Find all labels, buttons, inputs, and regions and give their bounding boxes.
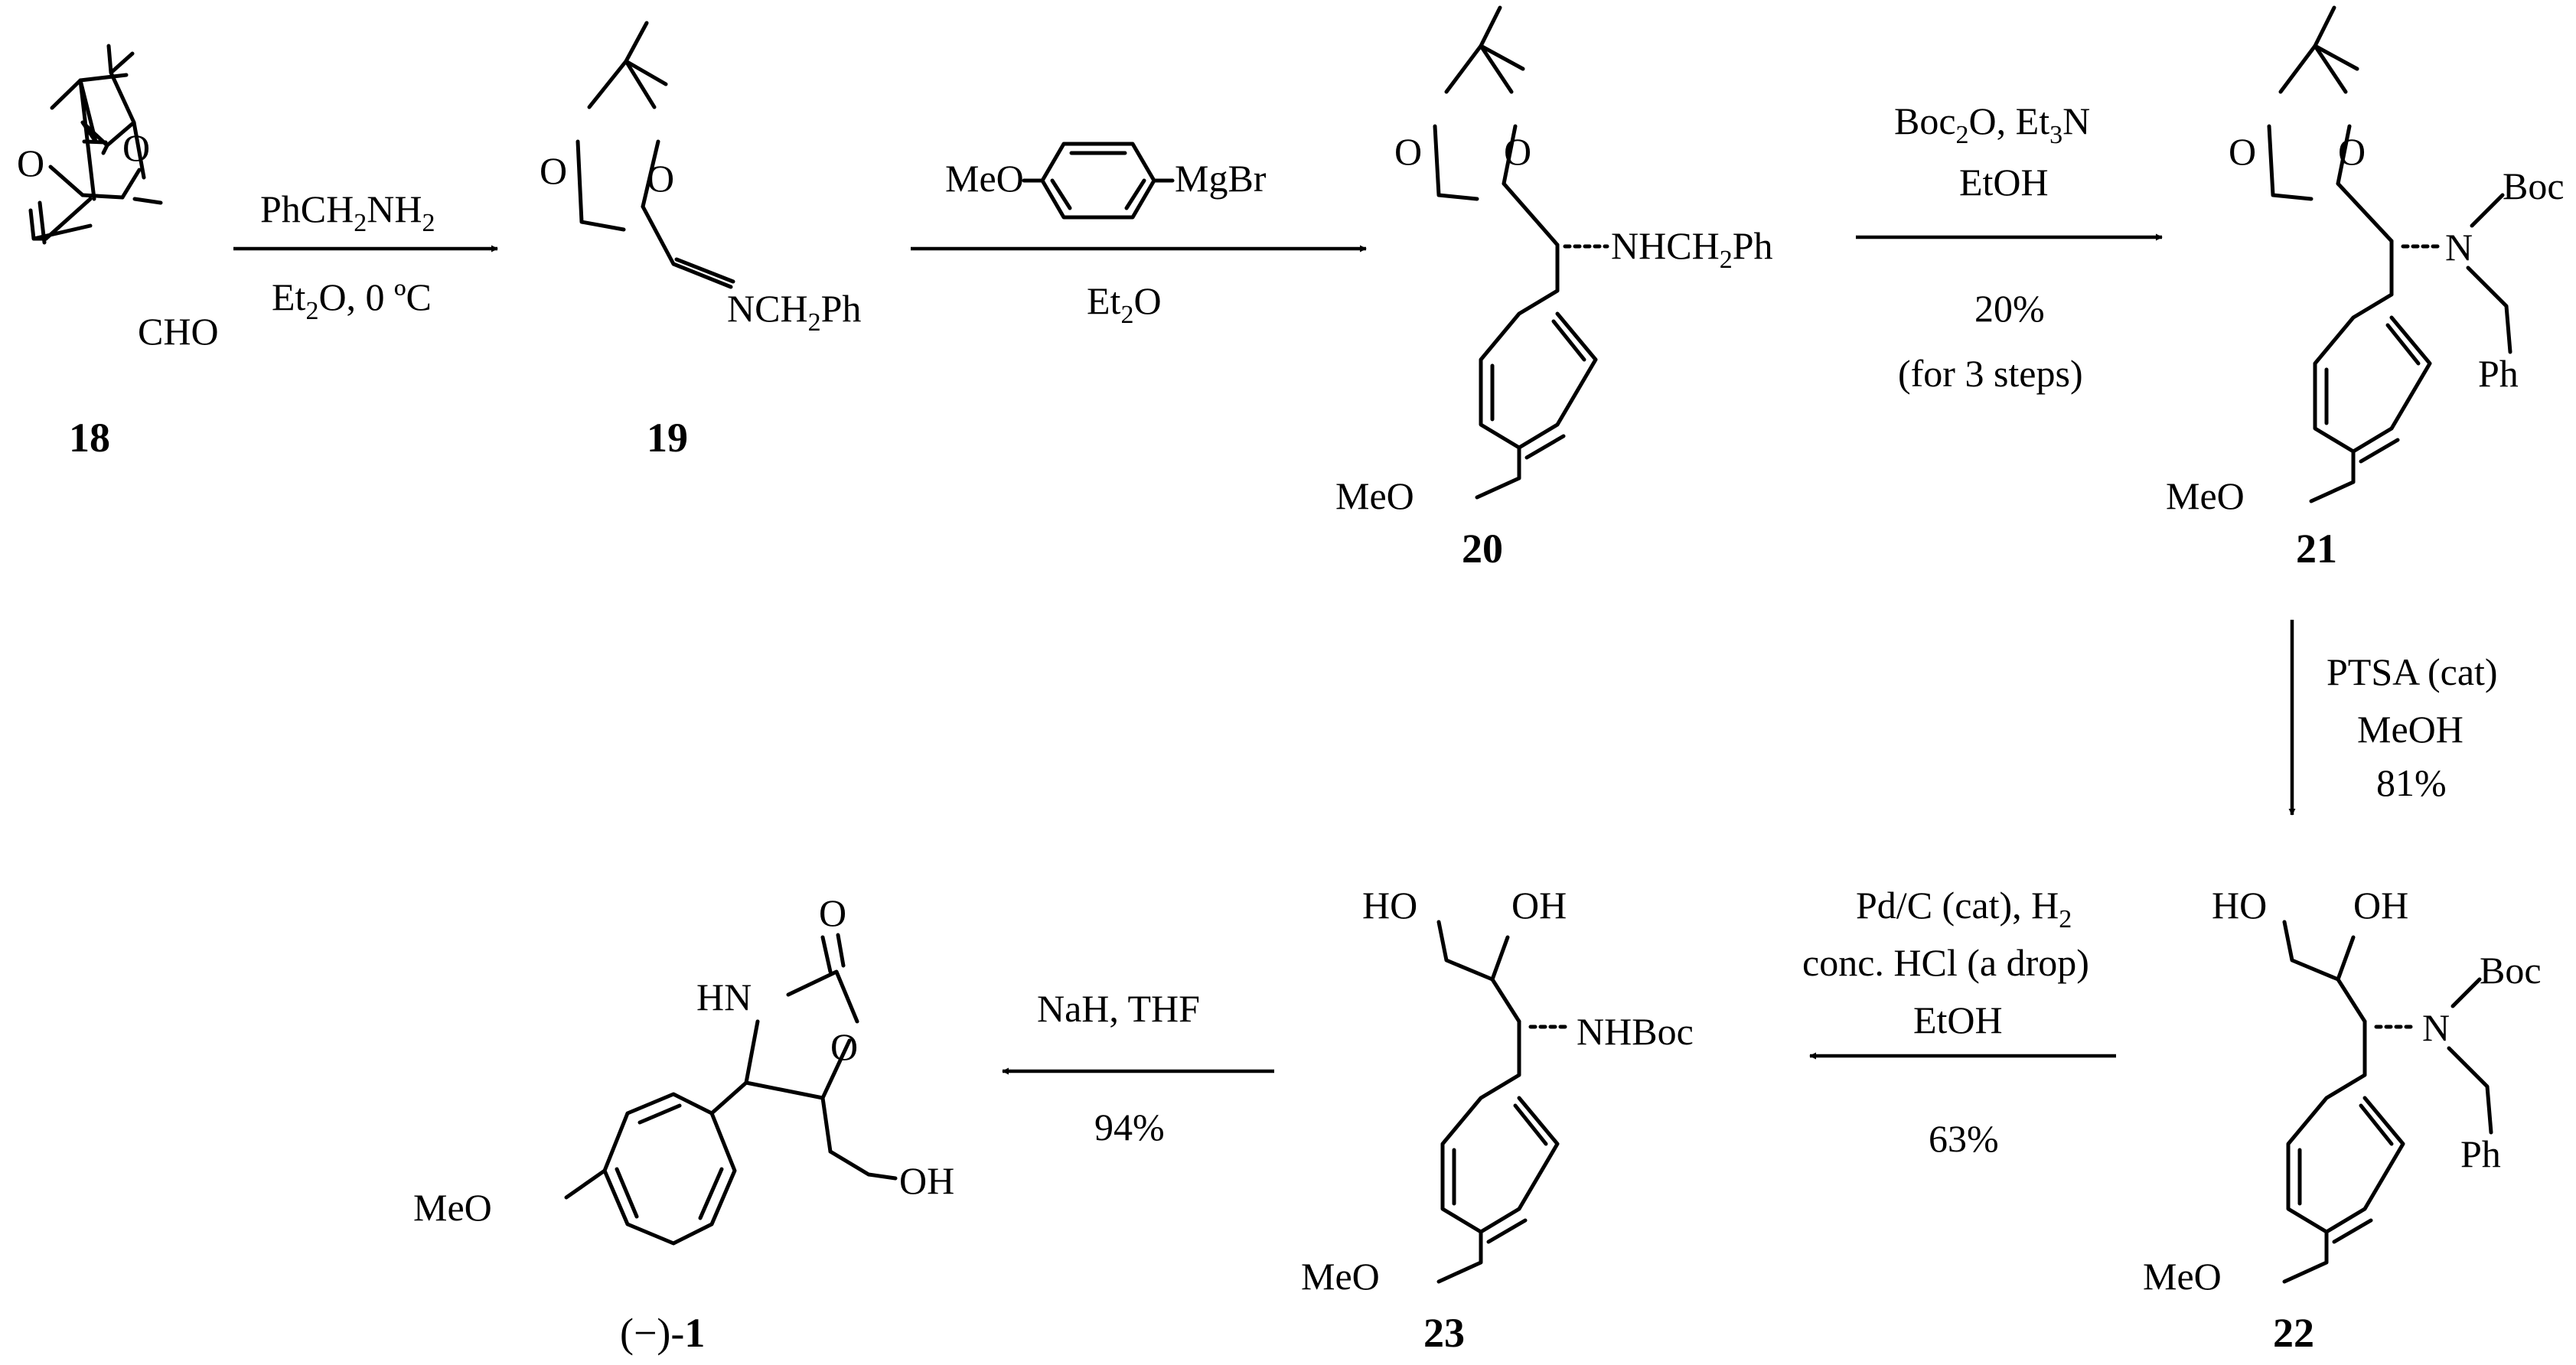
atom-n: N bbox=[2445, 226, 2473, 269]
reaction-note: (for 3 steps) bbox=[1898, 352, 2083, 395]
atom-boc: Boc bbox=[2503, 165, 2565, 207]
reaction-arrow-2: MeO MgBr Et2O bbox=[911, 142, 1367, 329]
atom-cho: CHO bbox=[138, 310, 219, 353]
atom-oh: OH bbox=[1511, 884, 1567, 927]
atom-ph: Ph bbox=[2460, 1132, 2501, 1175]
compound-number: 22 bbox=[2273, 1310, 2314, 1356]
grignard-meo: MeO bbox=[945, 157, 1024, 200]
atom-ome: MeO bbox=[2166, 474, 2245, 517]
reagent-bottom: Et2O, 0 ºC bbox=[272, 275, 432, 325]
compound-18: O O CHO 18 bbox=[17, 44, 219, 461]
reaction-arrow-1: PhCH2NH2 Et2O, 0 ºC bbox=[233, 187, 498, 325]
reagent-bottom: Et2O bbox=[1087, 279, 1162, 329]
compound-number: 23 bbox=[1423, 1310, 1465, 1356]
compound-number: 21 bbox=[2296, 526, 2337, 572]
reaction-arrow-6: NaH, THF 94% bbox=[1002, 987, 1274, 1148]
atom-o-exo: O bbox=[819, 891, 846, 934]
atom-o1: O bbox=[17, 142, 44, 184]
atom-hn: HN bbox=[696, 976, 752, 1018]
atom-ome: MeO bbox=[2143, 1255, 2222, 1298]
compound-21: O O N Boc Ph MeO 21 bbox=[2166, 5, 2565, 572]
atom-boc: Boc bbox=[2480, 949, 2542, 992]
atom-oh: OH bbox=[2353, 884, 2408, 927]
reagent-line2: MeOH bbox=[2357, 708, 2464, 751]
atom-ph: Ph bbox=[2478, 352, 2519, 395]
reagent-line2: conc. HCl (a drop) bbox=[1802, 941, 2089, 984]
reaction-yield: 94% bbox=[1094, 1106, 1165, 1148]
compound-22: HO OH N Boc Ph MeO 22 bbox=[2143, 884, 2542, 1356]
reagent-top: PhCH2NH2 bbox=[260, 187, 435, 237]
atom-o1: O bbox=[1394, 130, 1422, 173]
atom-nhboc: NHBoc bbox=[1577, 1010, 1694, 1053]
reagent-line1: Boc2O, Et3N bbox=[1894, 99, 2090, 149]
reaction-arrow-4: PTSA (cat) MeOH 81% bbox=[2288, 620, 2498, 816]
atom-o2: O bbox=[2338, 130, 2366, 173]
atom-ho: HO bbox=[2212, 884, 2267, 927]
reaction-arrow-3: Boc2O, Et3N EtOH 20% (for 3 steps) bbox=[1856, 99, 2163, 395]
atom-amine: NHCH2Ph bbox=[1611, 224, 1773, 274]
reagent-line2: EtOH bbox=[1959, 161, 2049, 204]
atom-o2: O bbox=[1504, 130, 1531, 173]
compound-1: O HN O OH MeO (−)-1 bbox=[413, 891, 954, 1356]
atom-o1: O bbox=[540, 149, 567, 192]
reaction-yield: 20% bbox=[1974, 287, 2045, 330]
atom-ome: MeO bbox=[413, 1186, 492, 1229]
reagent-line1: Pd/C (cat), H2 bbox=[1856, 884, 2072, 933]
compound-19: O O NCH2Ph 19 bbox=[540, 21, 861, 461]
atom-oh: OH bbox=[899, 1159, 954, 1202]
compound-20: O O NHCH2Ph MeO 20 bbox=[1335, 5, 1773, 572]
reaction-arrow-5: Pd/C (cat), H2 conc. HCl (a drop) EtOH 6… bbox=[1802, 884, 2116, 1160]
atom-o-ring: O bbox=[830, 1025, 858, 1068]
compound-23: HO OH NHBoc MeO 23 bbox=[1301, 884, 1694, 1356]
atom-ho: HO bbox=[1362, 884, 1417, 927]
compound-number: 20 bbox=[1462, 526, 1503, 572]
atom-o2: O bbox=[122, 126, 150, 169]
atom-ome: MeO bbox=[1301, 1255, 1380, 1298]
atom-o1: O bbox=[2229, 130, 2256, 173]
atom-ome: MeO bbox=[1335, 474, 1414, 517]
grignard-benzene-ring bbox=[1022, 142, 1175, 220]
reaction-yield: 63% bbox=[1929, 1117, 1999, 1160]
compound-number: (−)-1 bbox=[620, 1310, 705, 1356]
atom-o2: O bbox=[647, 157, 674, 200]
reagent-line1: NaH, THF bbox=[1037, 987, 1200, 1030]
atom-n: N bbox=[2422, 1006, 2450, 1049]
reaction-yield: 81% bbox=[2376, 761, 2447, 804]
reagent-line3: EtOH bbox=[1913, 999, 2003, 1041]
compound-number: 18 bbox=[69, 415, 110, 461]
grignard-mgbr: MgBr bbox=[1175, 157, 1267, 200]
atom-imine: NCH2Ph bbox=[727, 287, 861, 337]
reagent-line1: PTSA (cat) bbox=[2327, 650, 2498, 693]
compound-number: 19 bbox=[647, 415, 688, 461]
